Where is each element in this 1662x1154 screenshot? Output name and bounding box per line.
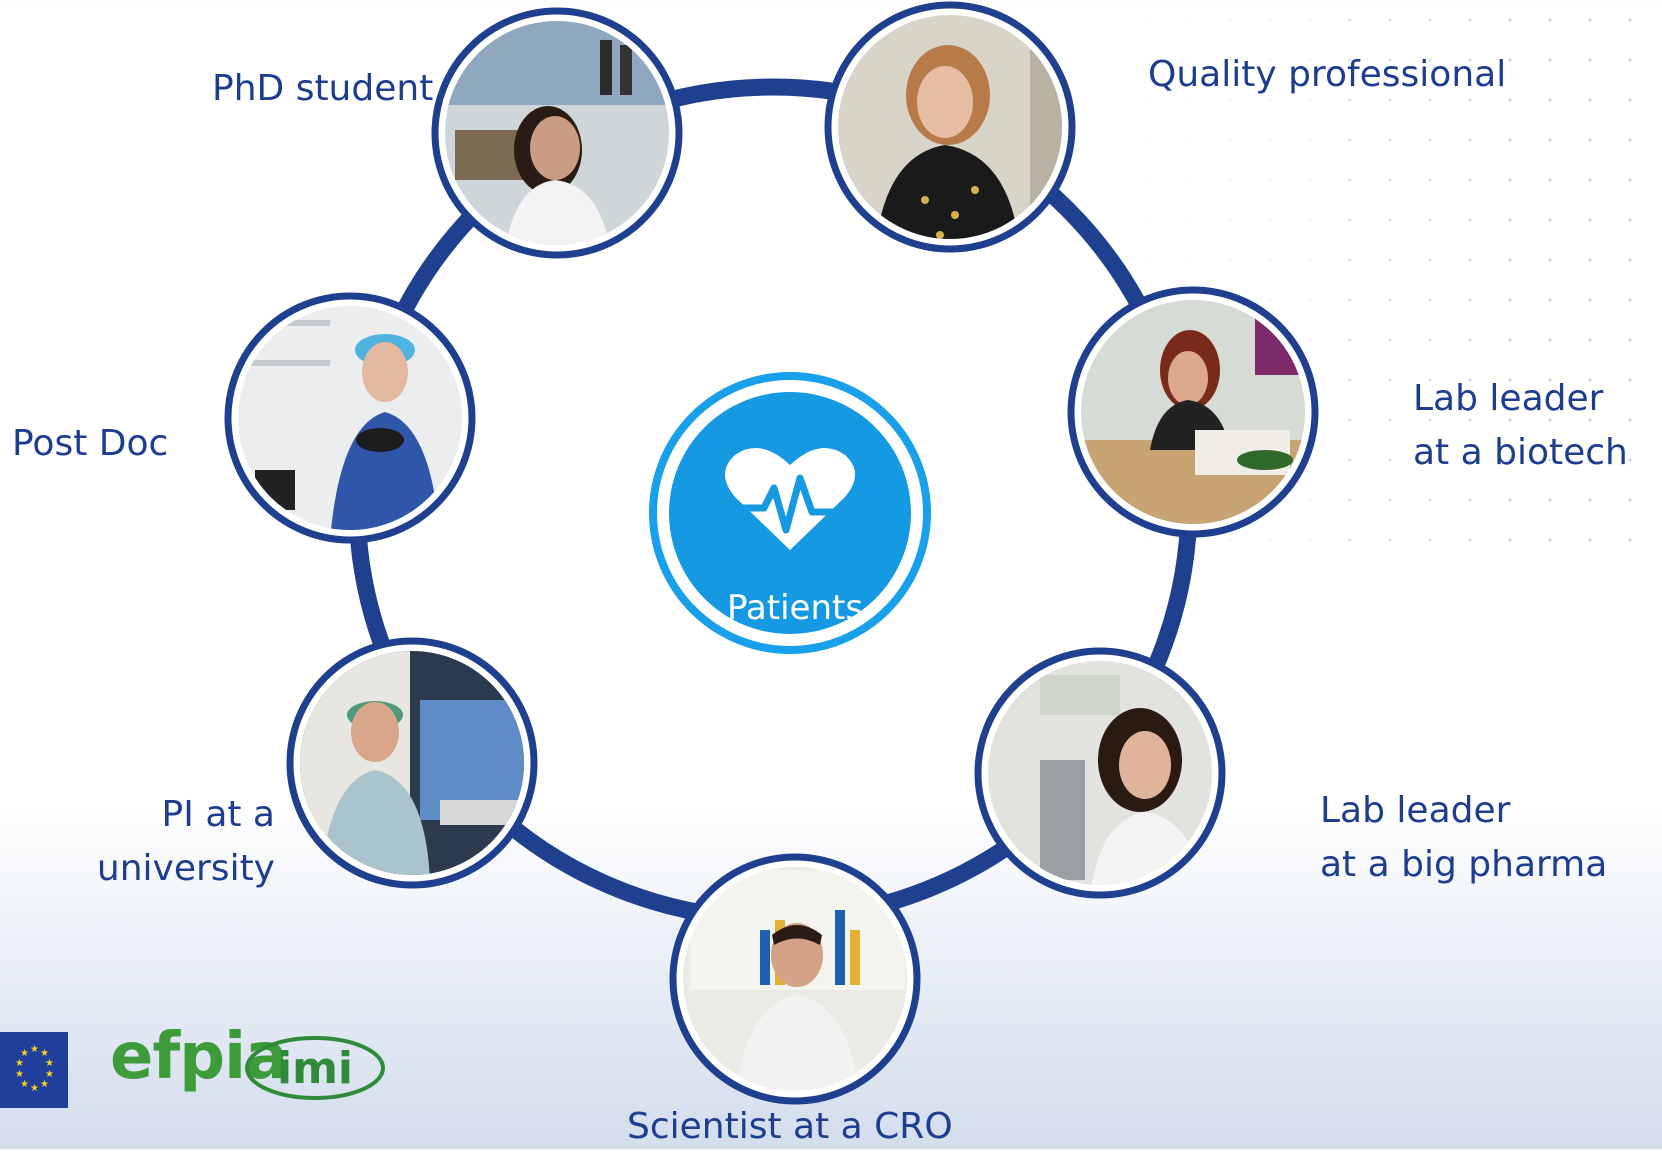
- scientist-cro-photo: [669, 853, 921, 1105]
- svg-text:★: ★: [30, 1083, 39, 1094]
- phd-student-photo: [431, 7, 683, 259]
- efpia-logo: efpia: [110, 1020, 288, 1094]
- imi-logo: imi: [245, 1036, 385, 1100]
- patients-label: Patients: [726, 588, 864, 628]
- post-doc-photo: [224, 292, 476, 544]
- label-post-doc: Post Doc: [12, 423, 169, 464]
- svg-text:★: ★: [30, 1044, 39, 1055]
- label-lab-leader-biotech: Lab leader at a biotech: [1413, 378, 1628, 473]
- eu-flag-logo: ★★★ ★★★ ★★★ ★: [0, 1032, 68, 1108]
- pi-university-photo: [286, 637, 538, 889]
- patients-center-badge: [649, 372, 931, 654]
- svg-text:★: ★: [40, 1079, 49, 1090]
- label-quality-professional: Quality professional: [1148, 54, 1507, 95]
- svg-text:★: ★: [15, 1069, 24, 1080]
- svg-text:★: ★: [45, 1058, 54, 1069]
- svg-text:★: ★: [15, 1058, 24, 1069]
- svg-text:★: ★: [45, 1069, 54, 1080]
- svg-text:★: ★: [40, 1048, 49, 1059]
- quality-professional-photo: [824, 1, 1076, 253]
- label-scientist-cro: Scientist at a CRO: [627, 1106, 953, 1147]
- svg-text:imi: imi: [277, 1043, 353, 1094]
- lab-leader-pharma-photo: [974, 647, 1226, 899]
- svg-text:★: ★: [20, 1048, 29, 1059]
- label-pi-university: PI at a university: [96, 794, 275, 889]
- label-phd-student: PhD student: [212, 68, 434, 109]
- heart-pulse-icon: [725, 447, 855, 550]
- svg-text:★: ★: [20, 1079, 29, 1090]
- lab-leader-biotech-photo: [1067, 286, 1319, 538]
- label-lab-leader-pharma: Lab leader at a big pharma: [1320, 790, 1608, 885]
